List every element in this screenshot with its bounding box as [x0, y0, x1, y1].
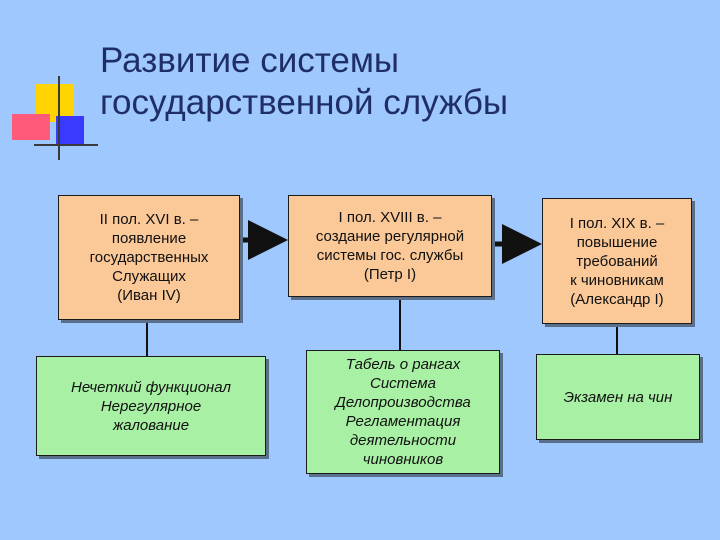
- period-1-line-5: (Иван IV): [117, 287, 181, 304]
- period-1-line-1: II пол. XVI в. –: [99, 211, 199, 228]
- period-3-line-3: требований: [576, 252, 658, 270]
- period-1-line-4: Служащих: [112, 268, 186, 285]
- period-box-19th-century: I пол. XIX в. – повышение требований к ч…: [542, 198, 692, 324]
- period-1-line-2: появление: [111, 230, 187, 247]
- feature-2-line-3: Делопроизводства: [335, 394, 471, 411]
- feature-1-line-2: Нерегулярное: [100, 397, 202, 415]
- period-3-line-2: повышение: [576, 233, 658, 251]
- feature-2-line-1: Табель о рангах: [345, 356, 461, 373]
- feature-box-16th-century: Нечеткий функционал Нерегулярное жалован…: [36, 356, 266, 456]
- feature-1-line-3: жалование: [112, 416, 190, 434]
- feature-box-18th-century: Табель о рангах Система Делопроизводства…: [306, 350, 500, 474]
- feature-3-line-1: Экзамен на чин: [563, 388, 673, 406]
- period-2-line-2: создание регулярной: [315, 228, 465, 245]
- feature-2-line-6: чиновников: [362, 451, 444, 468]
- period-1-line-3: государственных: [89, 249, 209, 266]
- page-title: Развитие системы государственной службы: [100, 40, 700, 124]
- title-line-1: Развитие системы: [100, 41, 400, 80]
- period-3-line-5: (Александр I): [570, 290, 664, 308]
- period-3-line-4: к чиновникам: [570, 271, 664, 289]
- feature-box-19th-century: Экзамен на чин: [536, 354, 700, 440]
- period-2-line-1: I пол. XVIII в. –: [338, 209, 442, 226]
- title-line-2: государственной службы: [100, 83, 509, 122]
- feature-2-line-2: Система: [370, 375, 436, 392]
- decor-horizontal-line: [34, 144, 98, 146]
- period-2-line-4: (Петр I): [363, 266, 417, 283]
- period-2-line-3: системы гос. службы: [316, 247, 464, 264]
- period-box-18th-century: I пол. XVIII в. – создание регулярной си…: [288, 195, 492, 297]
- feature-1-line-1: Нечеткий функционал: [71, 378, 231, 396]
- feature-2-line-5: деятельности: [349, 432, 457, 449]
- feature-2-line-4: Регламентация: [345, 413, 461, 430]
- period-3-line-1: I пол. XIX в. –: [569, 214, 665, 232]
- decor-red-square: [12, 114, 50, 140]
- decor-vertical-line: [58, 76, 60, 160]
- period-box-16th-century: II пол. XVI в. – появление государственн…: [58, 195, 240, 320]
- decor-blue-square: [56, 116, 84, 144]
